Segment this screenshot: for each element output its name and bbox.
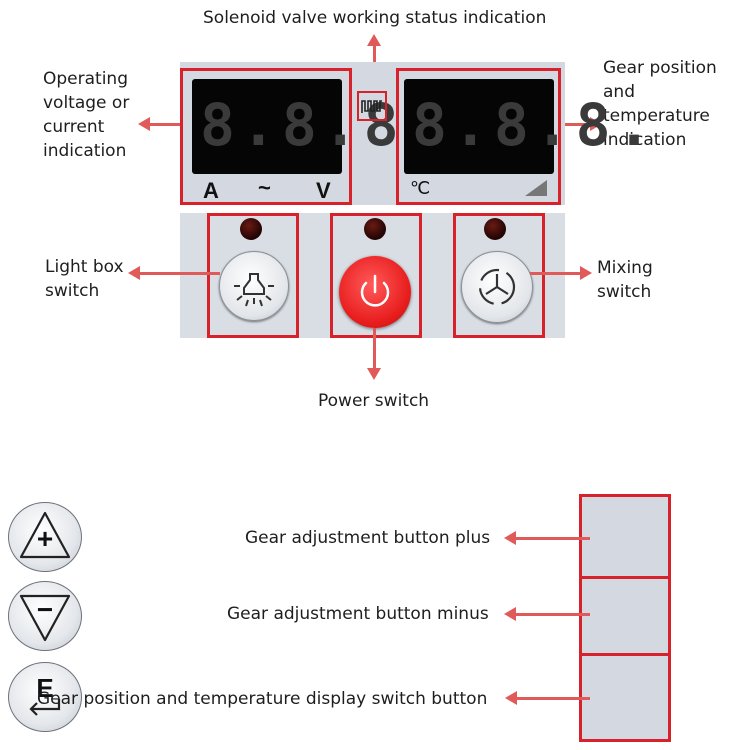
display-switch-arrow — [517, 697, 590, 700]
power-button[interactable] — [339, 256, 411, 328]
light-box-button[interactable] — [219, 251, 289, 321]
power-icon — [360, 274, 390, 307]
gear-temp-arrow — [560, 123, 590, 126]
unit-celsius: ℃ — [410, 178, 431, 198]
operating-label: Operating voltage or current indication — [43, 69, 130, 161]
gear-temp-label: Gear position and temperature indication — [603, 58, 717, 150]
minus-triangle-icon — [19, 594, 71, 642]
mixing-icon — [478, 268, 516, 306]
unit-a: A — [203, 178, 219, 203]
unit-v: V — [316, 178, 331, 203]
key-plus-frame — [579, 494, 671, 579]
right-display-digits: 8.8.8. — [412, 91, 658, 159]
gear-temp-arrowhead — [590, 117, 602, 131]
solenoid-label: Solenoid valve working status indication — [203, 8, 547, 28]
gear-minus-arrow — [516, 613, 590, 616]
solenoid-indicator-frame — [357, 91, 387, 121]
minus-label: − — [36, 594, 54, 625]
right-display-frame — [396, 68, 561, 205]
right-display: 8.8.8. — [404, 79, 652, 174]
key-minus-frame — [579, 576, 671, 656]
gear-plus-arrow — [516, 537, 590, 540]
display-switch-arrowhead — [505, 691, 517, 705]
solenoid-arrowhead — [367, 34, 381, 46]
gear-plus-button[interactable]: + — [8, 502, 82, 572]
key-enter-frame — [579, 653, 671, 742]
left-display-digits: 8.8.8. — [200, 91, 446, 159]
operating-arrowhead — [138, 117, 150, 131]
gear-minus-button[interactable]: − — [8, 581, 82, 651]
left-display-frame — [180, 68, 352, 205]
mixing-arrowhead — [580, 266, 592, 280]
gear-plus-label: Gear adjustment button plus — [245, 528, 491, 548]
power-label: Power switch — [318, 391, 430, 411]
display-switch-label: Gear position and temperature display sw… — [37, 689, 488, 709]
unit-ac: ~ — [258, 175, 271, 200]
left-display: 8.8.8. — [192, 79, 440, 174]
gear-level-icon — [525, 180, 547, 196]
light-box-frame — [207, 213, 299, 338]
light-box-label: Light box switch — [45, 257, 124, 301]
power-frame — [330, 213, 422, 338]
operating-arrow — [150, 123, 185, 126]
mixing-led — [484, 218, 506, 240]
light-box-arrow — [140, 272, 220, 275]
gear-minus-label: Gear adjustment button minus — [227, 604, 489, 624]
display-switch-button[interactable]: E — [8, 662, 82, 732]
power-arrowhead — [367, 368, 381, 380]
mixing-button[interactable] — [461, 251, 533, 323]
gear-minus-arrowhead — [504, 607, 516, 621]
keypad-panel — [579, 494, 671, 742]
mixing-arrow — [530, 272, 580, 275]
mixing-frame — [453, 213, 545, 338]
enter-icon — [29, 699, 61, 716]
plus-triangle-icon — [19, 511, 71, 559]
plus-label: + — [36, 523, 54, 554]
light-box-led — [240, 218, 262, 240]
light-box-arrowhead — [128, 266, 140, 280]
power-arrow — [373, 328, 376, 368]
solenoid-icon — [361, 95, 383, 117]
enter-label: E — [36, 673, 54, 703]
gear-plus-arrowhead — [504, 531, 516, 545]
power-led — [364, 218, 386, 240]
mixing-label: Mixing switch — [597, 258, 653, 302]
light-bulb-icon — [234, 273, 274, 307]
